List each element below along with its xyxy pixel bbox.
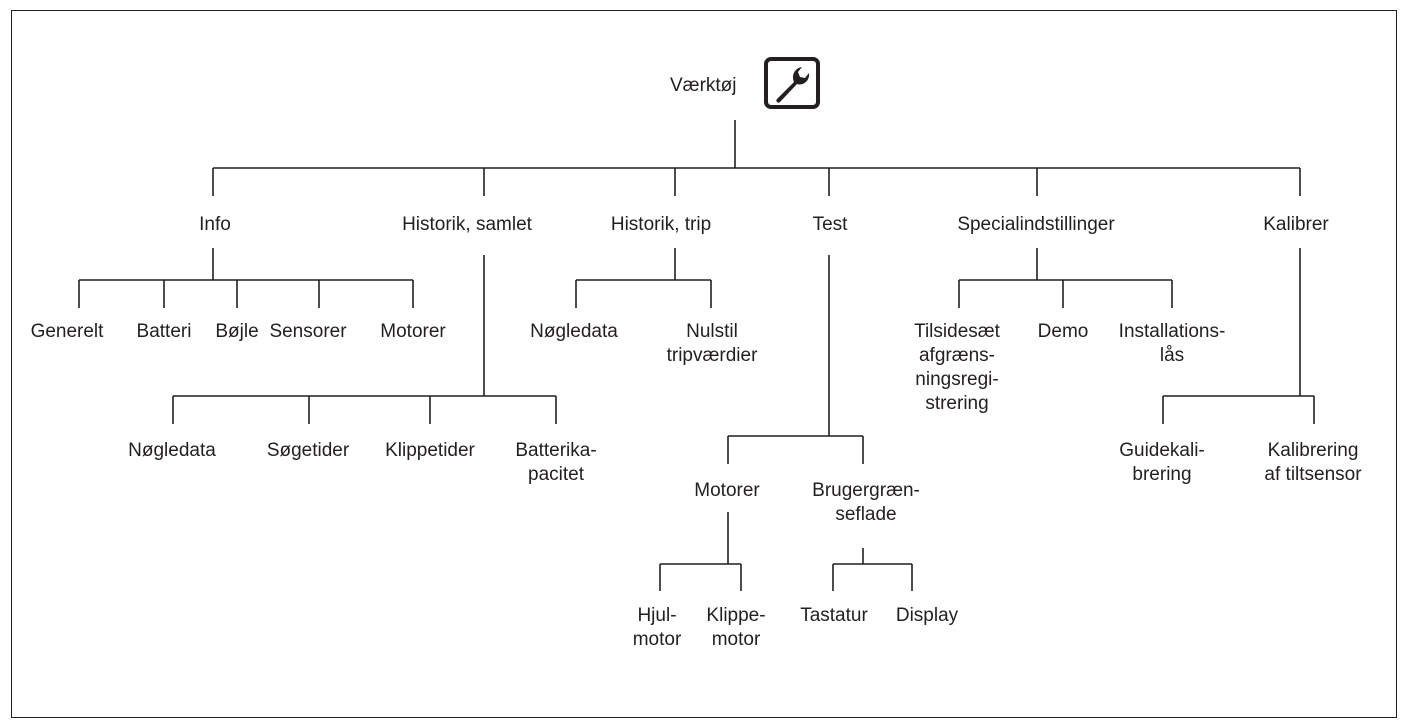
node-brugergraenseflade-line2: seflade	[835, 504, 897, 525]
node-klippemotor-line1: Klippe-	[706, 605, 766, 626]
node-guidekalibrering-line1: Guidekali-	[1119, 440, 1205, 461]
node-installationslas-line2: lås	[1159, 345, 1185, 366]
node-sogetider: Søgetider	[266, 440, 350, 461]
diagram-frame	[11, 10, 1397, 718]
node-nogledata-samlet: Nøgledata	[128, 440, 216, 461]
node-nogledata-trip: Nøgledata	[530, 321, 618, 342]
node-historik-trip: Historik, trip	[610, 214, 712, 235]
node-motorer-test: Motorer	[694, 480, 760, 501]
node-hjulmotor-line2: motor	[632, 629, 682, 650]
node-nulstil-line1: Nulstil	[686, 321, 738, 342]
node-tilsidesaet-line3: ningsregi-	[915, 369, 999, 390]
node-generelt: Generelt	[30, 321, 104, 342]
node-hjulmotor-line1: Hjul-	[637, 605, 677, 626]
wrench-icon	[764, 57, 820, 109]
node-tilsidesaet: Tilsidesæt afgræns- ningsregi- strering	[914, 320, 1000, 416]
node-kalibrer: Kalibrer	[1263, 214, 1329, 235]
node-tiltsensor-line2: af tiltsensor	[1264, 464, 1362, 485]
node-tastatur: Tastatur	[800, 605, 868, 626]
node-batterikapacitet: Batterika- pacitet	[515, 439, 596, 487]
node-brugergraenseflade-line1: Brugergræn-	[812, 480, 920, 501]
node-batterikapacitet-line2: pacitet	[528, 464, 584, 485]
node-tiltsensor-line1: Kalibrering	[1267, 440, 1359, 461]
node-info: Info	[199, 214, 231, 235]
node-batterikapacitet-line1: Batterika-	[515, 440, 597, 461]
node-klippemotor-line2: motor	[711, 629, 761, 650]
node-batteri: Batteri	[136, 321, 192, 342]
node-klippemotor: Klippe- motor	[706, 604, 765, 652]
node-demo: Demo	[1037, 321, 1089, 342]
node-bojle: Bøjle	[215, 321, 259, 342]
node-display: Display	[895, 605, 959, 626]
node-historik-samlet: Historik, samlet	[402, 214, 532, 235]
root-label: Værktøj	[670, 75, 737, 96]
node-tilsidesaet-line2: afgræns-	[918, 345, 996, 366]
node-installationslas-line1: Installations-	[1118, 321, 1226, 342]
node-guidekalibrering: Guidekali- brering	[1119, 439, 1205, 487]
node-brugergraenseflade: Brugergræn- seflade	[812, 479, 920, 527]
node-kalibrering-tiltsensor: Kalibrering af tiltsensor	[1264, 439, 1361, 487]
node-nulstil-line2: tripværdier	[666, 345, 758, 366]
node-klippetider: Klippetider	[385, 440, 475, 461]
node-tilsidesaet-line1: Tilsidesæt	[914, 321, 1000, 342]
node-test: Test	[812, 214, 848, 235]
node-motorer-info: Motorer	[380, 321, 446, 342]
node-hjulmotor: Hjul- motor	[633, 604, 682, 652]
node-nulstil-tripvaerdier: Nulstil tripværdier	[667, 320, 758, 368]
node-specialindstillinger: Specialindstillinger	[957, 214, 1115, 235]
node-sensorer: Sensorer	[269, 321, 347, 342]
node-guidekalibrering-line2: brering	[1132, 464, 1192, 485]
node-tilsidesaet-line4: strering	[925, 393, 989, 414]
node-installationslas: Installations- lås	[1119, 320, 1226, 368]
